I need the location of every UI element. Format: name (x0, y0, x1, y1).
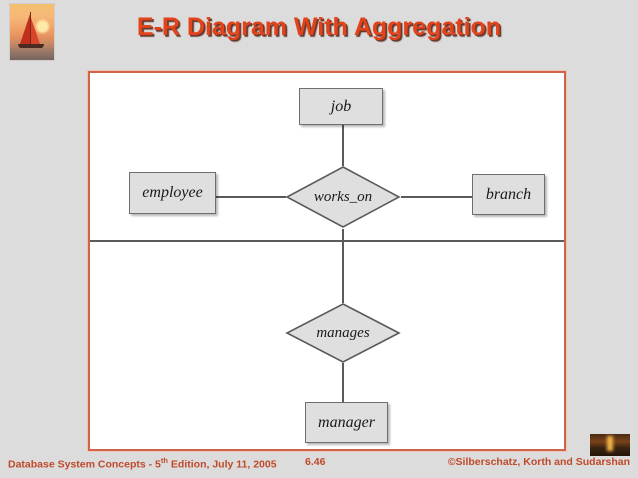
slide-title: E-R Diagram With Aggregation (136, 13, 502, 41)
mast-shape (30, 12, 31, 45)
edge-works-on-branch (401, 196, 472, 198)
edge-job-works-on (342, 125, 344, 166)
edge-manages-manager (342, 363, 344, 402)
entity-box-manager[interactable]: manager (305, 402, 388, 443)
diagram-frame: job employee branch works_on manages man… (88, 71, 566, 451)
sunset-sea-thumbnail (590, 434, 630, 456)
entity-box-job[interactable]: job (299, 88, 383, 125)
entity-box-branch[interactable]: branch (472, 174, 545, 215)
aggregation-boundary (90, 240, 564, 242)
footer-source: Database System Concepts - 5th Edition, … (8, 456, 277, 471)
footer-page-number: 6.46 (305, 456, 326, 468)
slide-footer: Database System Concepts - 5th Edition, … (0, 456, 638, 472)
footer-source-superscript: th (160, 456, 168, 465)
sail-back-shape (31, 18, 40, 44)
footer-copyright: ©Silberschatz, Korth and Sudarshan (447, 456, 630, 468)
diamond-shape (285, 166, 401, 228)
diagram-canvas: job employee branch works_on manages man… (90, 73, 564, 449)
footer-source-suffix: Edition, July 11, 2005 (168, 458, 277, 471)
footer-source-prefix: Database System Concepts - 5 (8, 458, 161, 471)
entity-box-employee[interactable]: employee (129, 172, 216, 214)
sailboat-logo-image (9, 3, 55, 61)
relationship-diamond-works-on[interactable]: works_on (285, 165, 401, 229)
diamond-shape (285, 303, 401, 363)
sail-front-shape (20, 14, 30, 44)
hull-shape (18, 44, 44, 49)
edge-employee-works-on (216, 196, 286, 198)
relationship-diamond-manages[interactable]: manages (285, 302, 401, 364)
sun-reflection-shape (607, 436, 613, 451)
water-shape (10, 48, 54, 60)
edge-works-on-manages (342, 229, 344, 303)
